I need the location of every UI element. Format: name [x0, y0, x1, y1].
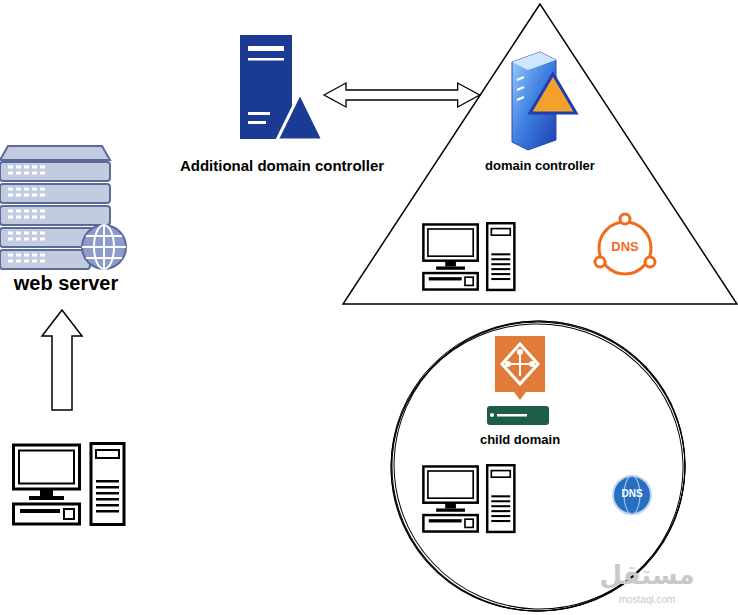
domain-dot — [517, 349, 523, 355]
node-outline — [240, 32, 324, 144]
server-slot — [517, 77, 524, 100]
watermark: مستقل — [587, 562, 707, 588]
dns-ring — [599, 222, 651, 274]
node-outline — [342, 3, 738, 305]
server-unit — [0, 184, 110, 203]
child-domain-icon — [487, 336, 549, 425]
globe-meridian — [94, 225, 114, 269]
server-slot — [248, 58, 284, 61]
ad-triangle — [530, 74, 576, 113]
dns-dot — [645, 257, 655, 267]
server-slot — [248, 46, 284, 51]
request-arrow — [42, 310, 82, 410]
domain-tag — [495, 336, 545, 400]
domain-links — [508, 352, 532, 376]
server-unit — [0, 206, 110, 225]
server-top — [512, 52, 556, 70]
node-outline — [388, 318, 688, 614]
globe-lines — [82, 225, 126, 269]
triangle-outline — [343, 4, 737, 304]
domain-computer — [423, 223, 514, 290]
domain-dot — [505, 361, 511, 367]
server-slot — [248, 112, 270, 115]
server-unit — [0, 250, 90, 269]
server-body — [240, 35, 292, 139]
circle-outline — [382, 312, 694, 615]
node-label: domain controller — [440, 158, 640, 173]
globe — [82, 225, 126, 269]
server-led — [490, 413, 494, 417]
server-bar — [487, 406, 549, 425]
server-node: web server — [0, 140, 132, 298]
node-label: Additional domain controller — [162, 157, 402, 174]
domain-diamond — [502, 344, 538, 384]
replication-arrow — [324, 83, 480, 107]
node-label: web server — [0, 272, 132, 295]
client-computer — [14, 444, 125, 525]
dns-dot — [620, 214, 630, 224]
domain-triangle: domain controller — [342, 3, 738, 305]
ad-triangle — [277, 93, 323, 140]
watermark: mostaql.com — [587, 595, 707, 605]
child-domain-circle: child domain — [388, 318, 688, 614]
additional-dc-icon — [240, 35, 323, 140]
node-label: child domain — [420, 432, 620, 447]
dns-icon — [595, 214, 655, 274]
server-unit — [0, 228, 110, 247]
globe-meridian — [624, 476, 640, 514]
circle-outline — [386, 319, 688, 615]
server-lid — [0, 146, 110, 160]
domain-dot — [529, 361, 535, 367]
child-computer — [423, 465, 514, 532]
server-body — [512, 52, 556, 150]
dc-icon — [512, 52, 576, 150]
server-slot — [497, 414, 527, 417]
dns-dot — [595, 257, 605, 267]
server-node: Additional domain controller — [240, 32, 324, 144]
dns-label: DNS — [572, 489, 692, 499]
globe — [613, 476, 651, 514]
server-slot — [248, 121, 266, 124]
server-vents — [8, 167, 48, 261]
server-unit — [0, 162, 110, 181]
web-server-icon — [0, 146, 126, 269]
dns-globe-icon — [613, 476, 651, 514]
